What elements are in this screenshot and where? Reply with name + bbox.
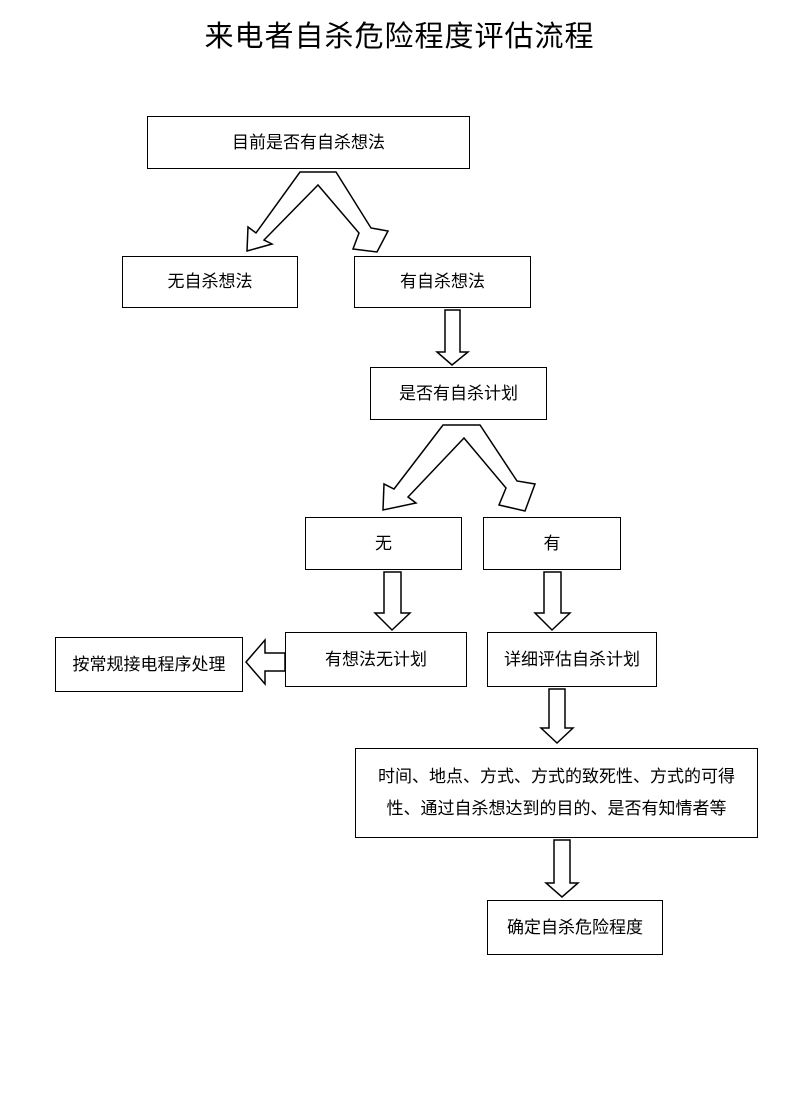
node-label: 详细评估自杀计划 xyxy=(504,649,640,670)
node-label: 按常规接电程序处理 xyxy=(72,654,226,675)
down-arrow-plan-question xyxy=(434,309,471,366)
node-q-suicide-plan: 是否有自杀计划 xyxy=(370,367,547,420)
node-no-plan: 无 xyxy=(305,517,462,570)
node-label: 无自杀想法 xyxy=(167,272,253,292)
page-title: 来电者自杀危险程度评估流程 xyxy=(204,19,595,53)
node-label: 无 xyxy=(375,533,392,554)
node-label: 有自杀想法 xyxy=(400,272,485,292)
node-determine-risk: 确定自杀危险程度 xyxy=(487,900,663,955)
down-arrow-determine-risk xyxy=(544,839,580,898)
node-q-suicidal-thoughts: 目前是否有自杀想法 xyxy=(147,116,470,169)
node-thoughts-no-plan: 有想法无计划 xyxy=(285,632,467,687)
down-arrow-assess-details xyxy=(539,688,575,745)
node-label: 目前是否有自杀想法 xyxy=(232,132,385,153)
node-label: 时间、地点、方式、方式的致死性、方式的可得性、通过自杀想达到的目的、是否有知情者… xyxy=(378,767,735,819)
split-arrow-thoughts xyxy=(246,171,390,253)
node-label: 有想法无计划 xyxy=(325,649,427,670)
left-arrow-routine xyxy=(245,637,286,687)
node-assess-details: 时间、地点、方式、方式的致死性、方式的可得性、通过自杀想达到的目的、是否有知情者… xyxy=(355,748,758,838)
down-arrow-no-plan xyxy=(373,571,412,632)
node-assess-plan: 详细评估自杀计划 xyxy=(487,632,657,687)
node-no-suicidal-thoughts: 无自杀想法 xyxy=(122,256,298,308)
node-label: 有 xyxy=(543,533,561,554)
node-has-suicidal-thoughts: 有自杀想法 xyxy=(354,256,531,308)
node-label: 是否有自杀计划 xyxy=(399,383,518,404)
split-arrow-plan xyxy=(382,424,537,512)
node-has-plan: 有 xyxy=(483,517,621,570)
down-arrow-has-plan xyxy=(533,571,572,632)
node-label: 确定自杀危险程度 xyxy=(507,917,643,938)
node-routine-procedure: 按常规接电程序处理 xyxy=(55,637,243,692)
